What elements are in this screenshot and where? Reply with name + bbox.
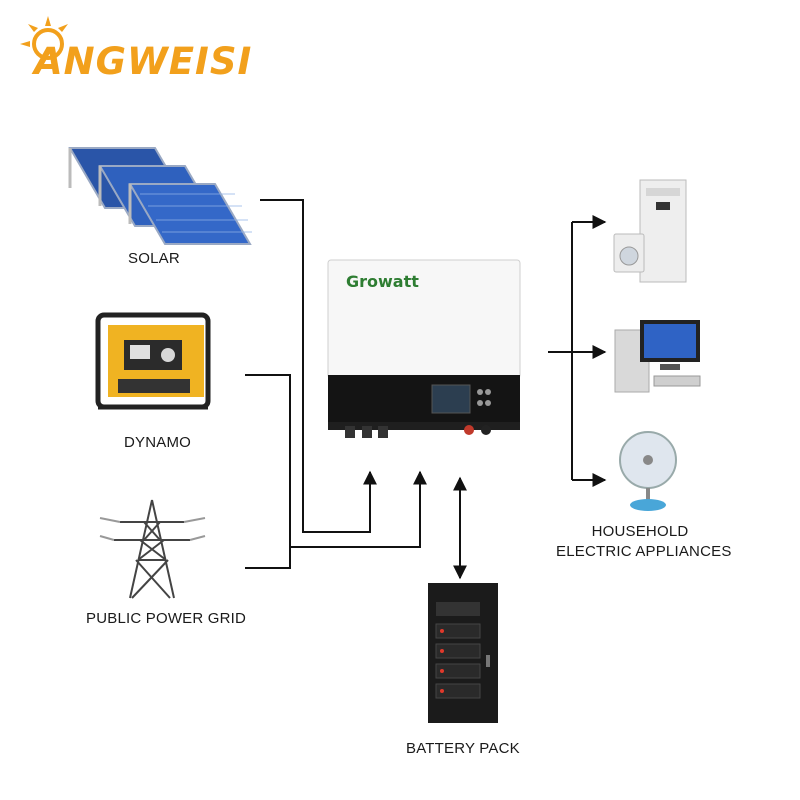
inverter-brand-label: Growatt — [346, 272, 419, 291]
fan-icon — [619, 431, 677, 511]
brand-logo: ANGWEISI — [14, 10, 251, 90]
grid-label: PUBLIC POWER GRID — [86, 610, 247, 627]
solar-label: SOLAR — [128, 250, 180, 267]
power-tower-icon — [99, 499, 206, 599]
dynamo-label: DYNAMO — [124, 434, 192, 451]
grid-wire — [245, 547, 291, 569]
generator-icon — [95, 312, 211, 410]
air-conditioner-icon — [613, 179, 687, 283]
solar-wire — [260, 199, 377, 533]
computer-icon — [614, 320, 701, 393]
battery-cabinet-icon — [428, 583, 498, 723]
brand-name: ANGWEISI — [34, 40, 253, 83]
inverter-icon — [327, 259, 521, 438]
solar-panel-icon — [68, 147, 252, 245]
sun-icon — [20, 16, 68, 60]
loads-label-line1: HOUSEHOLD — [591, 523, 689, 540]
battery-label: BATTERY PACK — [406, 740, 520, 757]
loads-label-line2: ELECTRIC APPLIANCES — [556, 543, 732, 560]
